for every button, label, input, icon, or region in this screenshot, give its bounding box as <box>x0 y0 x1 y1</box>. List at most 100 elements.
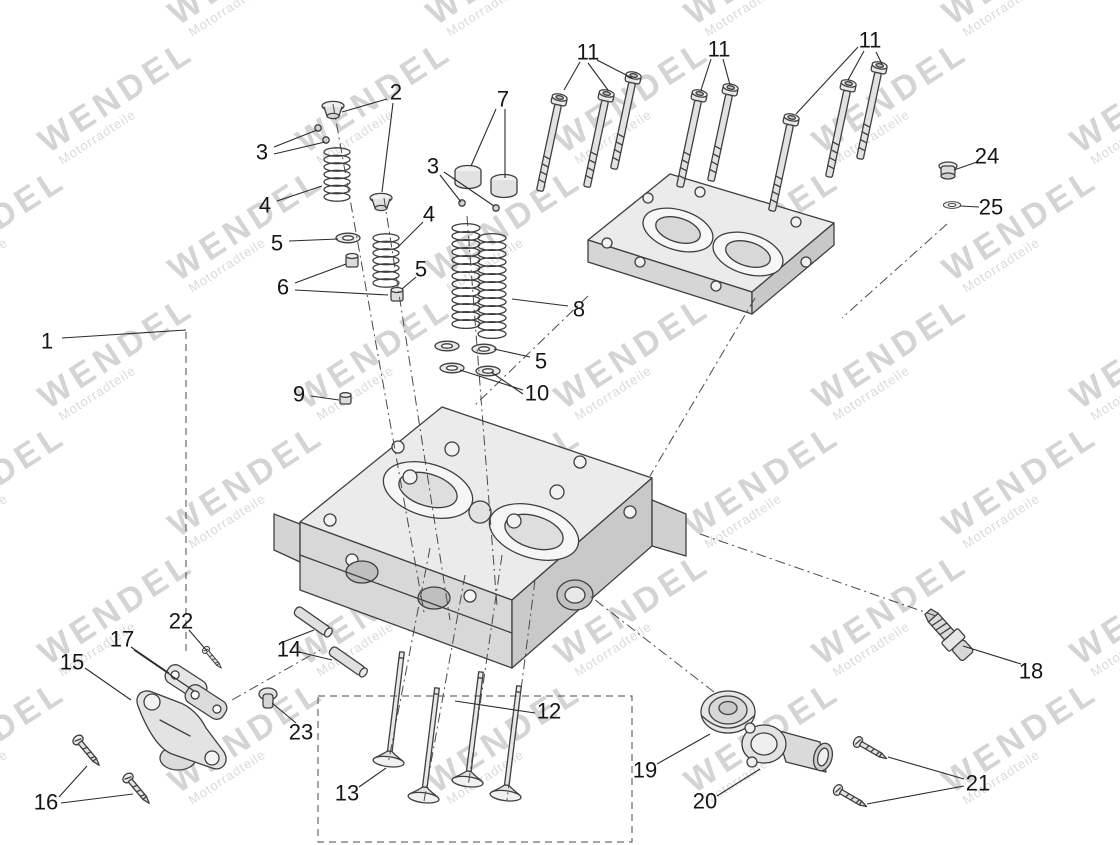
small-plug <box>339 392 352 405</box>
callout-leader-line <box>875 51 883 65</box>
svg-text:WENDEL: WENDEL <box>0 672 73 800</box>
svg-text:WENDEL: WENDEL <box>806 544 975 672</box>
valve-stem-seal <box>390 286 404 302</box>
callout-label-5: 5 <box>415 257 427 282</box>
callout-leader-line <box>563 61 581 91</box>
callout-leader-line <box>587 62 609 91</box>
valve-spring <box>372 233 400 288</box>
callout-label-22: 22 <box>169 609 193 634</box>
callout-leader-line <box>133 649 195 692</box>
sealing-washer <box>942 201 962 209</box>
spring-seat <box>471 343 497 355</box>
svg-text:WENDEL: WENDEL <box>936 672 1105 800</box>
callout-label-7: 7 <box>497 87 509 112</box>
callout-leader-line <box>84 667 132 701</box>
callout-leader-line <box>294 263 347 284</box>
callout-label-6: 6 <box>277 275 289 300</box>
valve-train-parts <box>314 100 518 405</box>
mount-screw <box>70 732 105 770</box>
callout-label-10: 10 <box>525 381 549 406</box>
callout-label-12: 12 <box>537 699 561 724</box>
spring-seat <box>335 232 361 244</box>
callout-leader-line <box>962 645 1022 665</box>
callout-leader-line <box>130 646 170 674</box>
valve-spring-tall <box>477 232 507 340</box>
callout-leader-line <box>341 98 388 113</box>
callout-leader-line <box>188 629 208 652</box>
tensioner-bracket-assembly <box>70 644 278 808</box>
callout-leader-line <box>959 205 980 208</box>
svg-text:Motorradteile: Motorradteile <box>0 491 10 552</box>
callout-leader-line <box>700 58 712 91</box>
svg-text:WENDEL: WENDEL <box>0 160 73 288</box>
callout-label-5: 5 <box>535 349 547 374</box>
thermostat <box>700 690 756 734</box>
svg-text:WENDEL: WENDEL <box>936 160 1105 288</box>
callout-label-3: 3 <box>427 154 439 179</box>
callout-leader-line <box>310 395 340 401</box>
construction-lines <box>185 103 948 843</box>
callout-label-11: 11 <box>577 40 600 65</box>
callout-leader-line <box>493 348 531 358</box>
callout-leader-line <box>795 46 859 115</box>
callout-label-9: 9 <box>293 382 305 407</box>
callout-label-3: 3 <box>256 140 268 165</box>
callout-label-24: 24 <box>975 144 999 169</box>
svg-text:Motorradteile: Motorradteile <box>0 235 10 296</box>
callout-label-15: 15 <box>60 650 84 675</box>
valve-cover <box>587 173 835 315</box>
svg-text:WENDEL: WENDEL <box>936 416 1105 544</box>
callout-label-23: 23 <box>289 720 313 745</box>
svg-text:Motorradteile: Motorradteile <box>0 0 10 40</box>
callout-label-4: 4 <box>259 193 271 218</box>
callout-label-1: 1 <box>41 329 53 354</box>
callout-leader-line <box>288 238 339 242</box>
callout-label-2: 2 <box>390 80 402 105</box>
callout-leader-line <box>866 785 965 805</box>
callout-label-16: 16 <box>34 790 58 815</box>
callout-leader-line <box>490 371 524 395</box>
svg-text:Motorradteile: Motorradteile <box>0 747 10 808</box>
callout-leader-line <box>282 629 315 643</box>
callout-label-17: 17 <box>110 627 134 652</box>
svg-text:WENDEL: WENDEL <box>290 288 459 416</box>
callout-leader-line <box>443 171 495 207</box>
cover-screws <box>830 734 891 812</box>
callout-label-11: 11 <box>859 28 882 53</box>
callout-leader-line <box>511 298 569 307</box>
valve-cotters <box>314 124 500 212</box>
callout-leader-line <box>847 50 865 81</box>
svg-text:WENDEL: WENDEL <box>32 288 201 416</box>
callout-leader-line <box>439 174 462 203</box>
callout-leader-line <box>722 58 731 86</box>
coolant-sensor <box>924 608 974 662</box>
callout-leader-line <box>271 702 297 724</box>
callout-leader-line <box>656 733 711 765</box>
callout-leader-line <box>60 793 134 804</box>
cylinder-head <box>273 406 687 669</box>
valve-group-box <box>317 695 633 843</box>
callout-leader-line <box>953 161 978 171</box>
svg-text:WENDEL: WENDEL <box>806 32 975 160</box>
gasket-plate <box>184 684 228 720</box>
callout-label-11: 11 <box>708 37 731 62</box>
callout-leader-line <box>358 767 387 788</box>
callout-label-18: 18 <box>1019 659 1043 684</box>
svg-text:WENDEL: WENDEL <box>0 416 73 544</box>
